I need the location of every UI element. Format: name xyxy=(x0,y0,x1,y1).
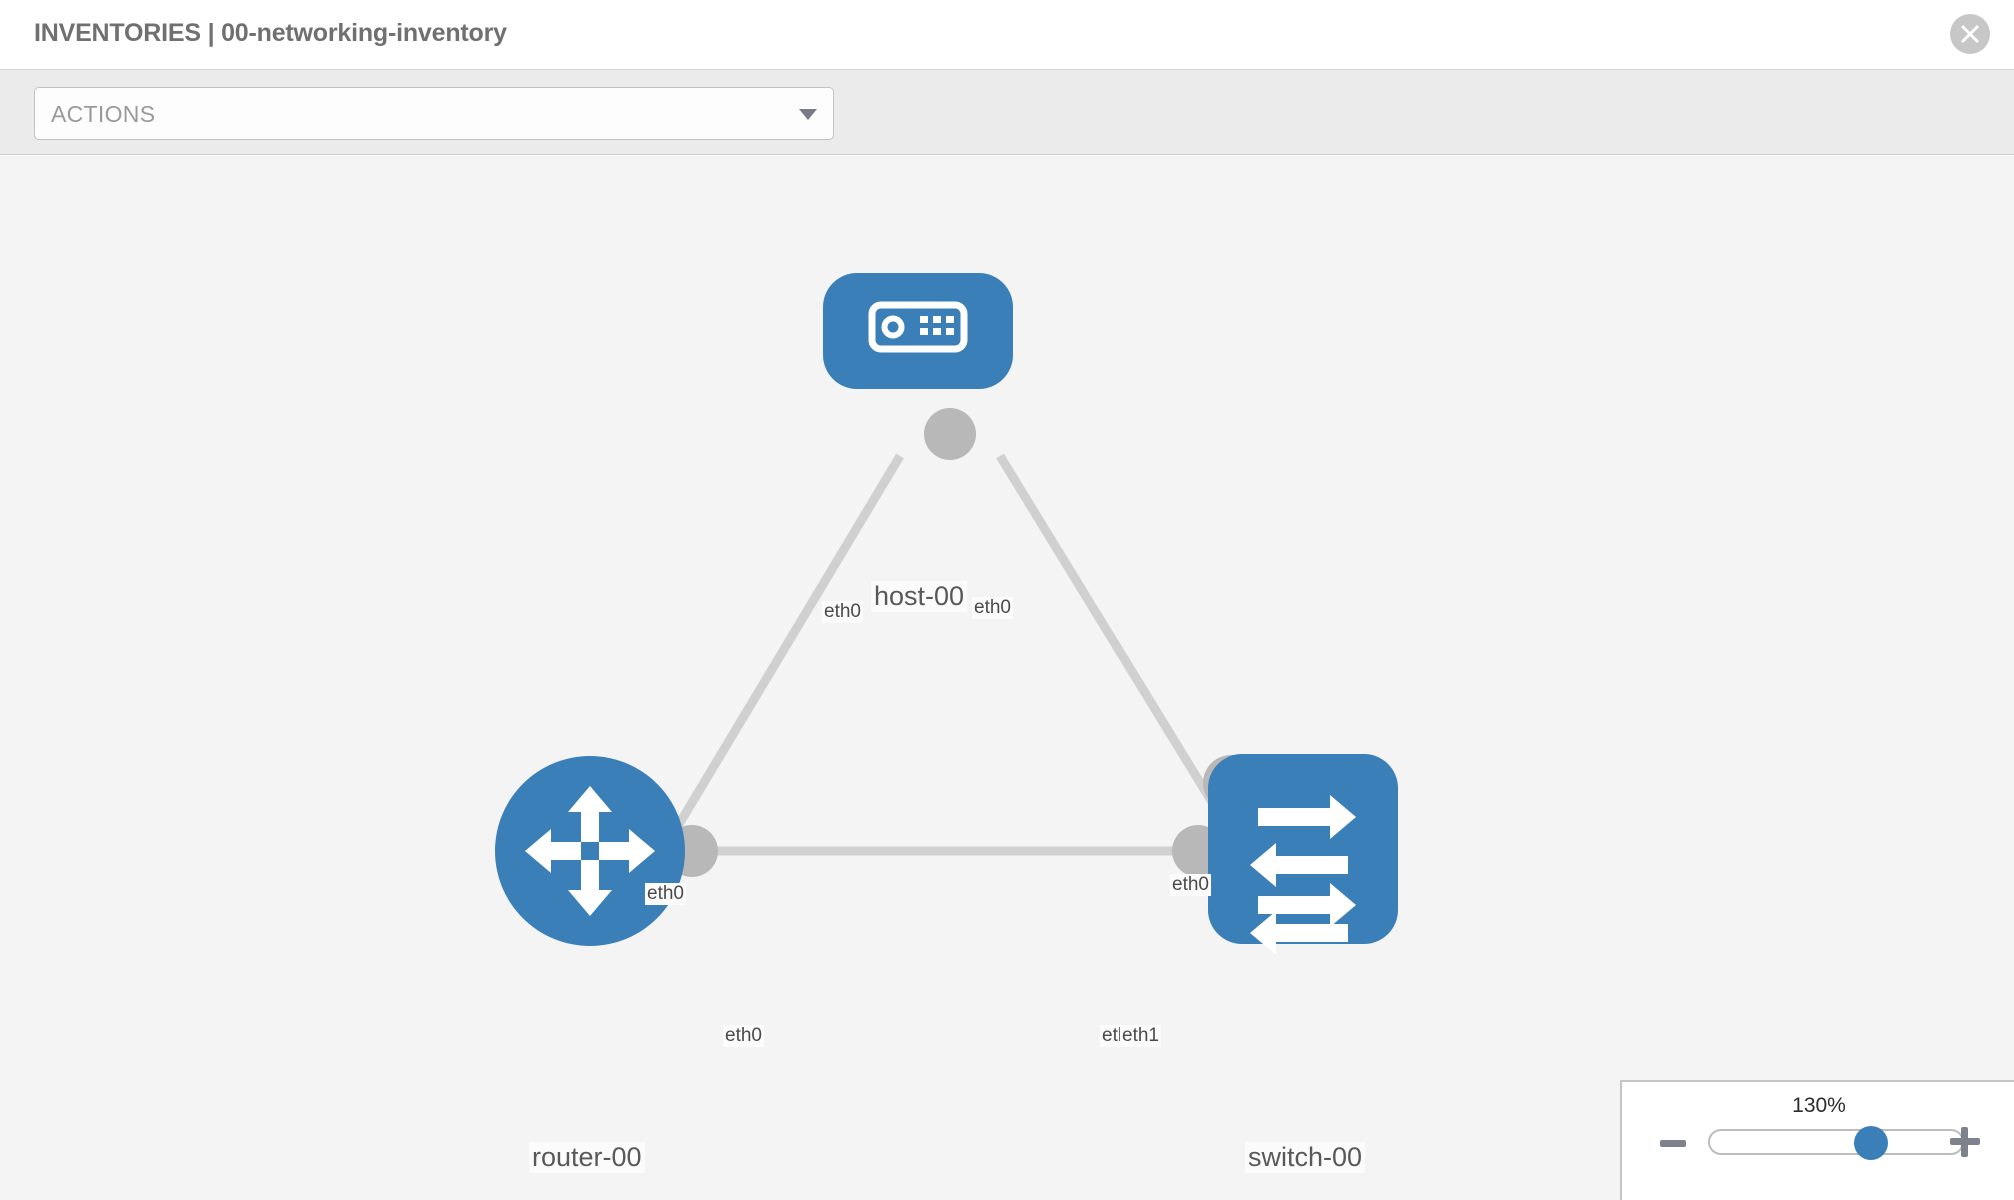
zoom-out-button[interactable] xyxy=(1660,1140,1686,1147)
topology-canvas[interactable]: host-00 router-00 switch-00 eth0 eth0 et… xyxy=(0,156,2014,1200)
zoom-level-value: 130% xyxy=(1792,1094,1846,1117)
actions-dropdown[interactable]: ACTIONS xyxy=(34,87,834,140)
zoom-control-panel: 130% xyxy=(1620,1080,2014,1200)
close-icon[interactable] xyxy=(1950,14,1990,54)
iface-label-switch00-eth1: eth1 xyxy=(1120,1025,1161,1047)
port-layer xyxy=(666,408,1259,877)
iface-label-switch00-eth0-up: eth0 xyxy=(1170,874,1211,896)
page-title: INVENTORIES | 00-networking-inventory xyxy=(34,19,507,47)
switch-arrows-icon xyxy=(1250,795,1356,955)
server-icon xyxy=(868,301,968,353)
node-label-router-00: router-00 xyxy=(529,1142,645,1173)
node-router-00[interactable] xyxy=(495,756,685,946)
node-label-switch-00: switch-00 xyxy=(1245,1142,1366,1173)
toolbar: ACTIONS SEARCH xyxy=(0,70,2014,210)
node-label-host-00: host-00 xyxy=(871,581,968,612)
router-arrows-icon xyxy=(525,786,655,916)
iface-label-router00-eth0: eth0 xyxy=(723,1025,764,1047)
topology-graph xyxy=(495,273,1398,955)
chevron-down-icon xyxy=(799,109,817,120)
actions-dropdown-label: ACTIONS xyxy=(51,101,156,127)
node-switch-00[interactable] xyxy=(1208,754,1398,955)
link-host00-router00[interactable] xyxy=(656,453,904,859)
link-layer xyxy=(656,453,1249,859)
zoom-slider-thumb[interactable] xyxy=(1854,1126,1888,1160)
iface-label-host00-eth0-left: eth0 xyxy=(822,601,863,623)
iface-label-host00-eth0-right: eth0 xyxy=(972,597,1013,619)
zoom-in-button[interactable] xyxy=(1950,1127,1980,1157)
node-host-00[interactable] xyxy=(823,273,1013,389)
page-header: INVENTORIES | 00-networking-inventory xyxy=(0,0,2014,70)
iface-label-router00-eth0-up: eth0 xyxy=(645,883,686,905)
zoom-slider[interactable] xyxy=(1708,1126,1964,1160)
port-host00-eth0-right[interactable] xyxy=(924,408,976,460)
